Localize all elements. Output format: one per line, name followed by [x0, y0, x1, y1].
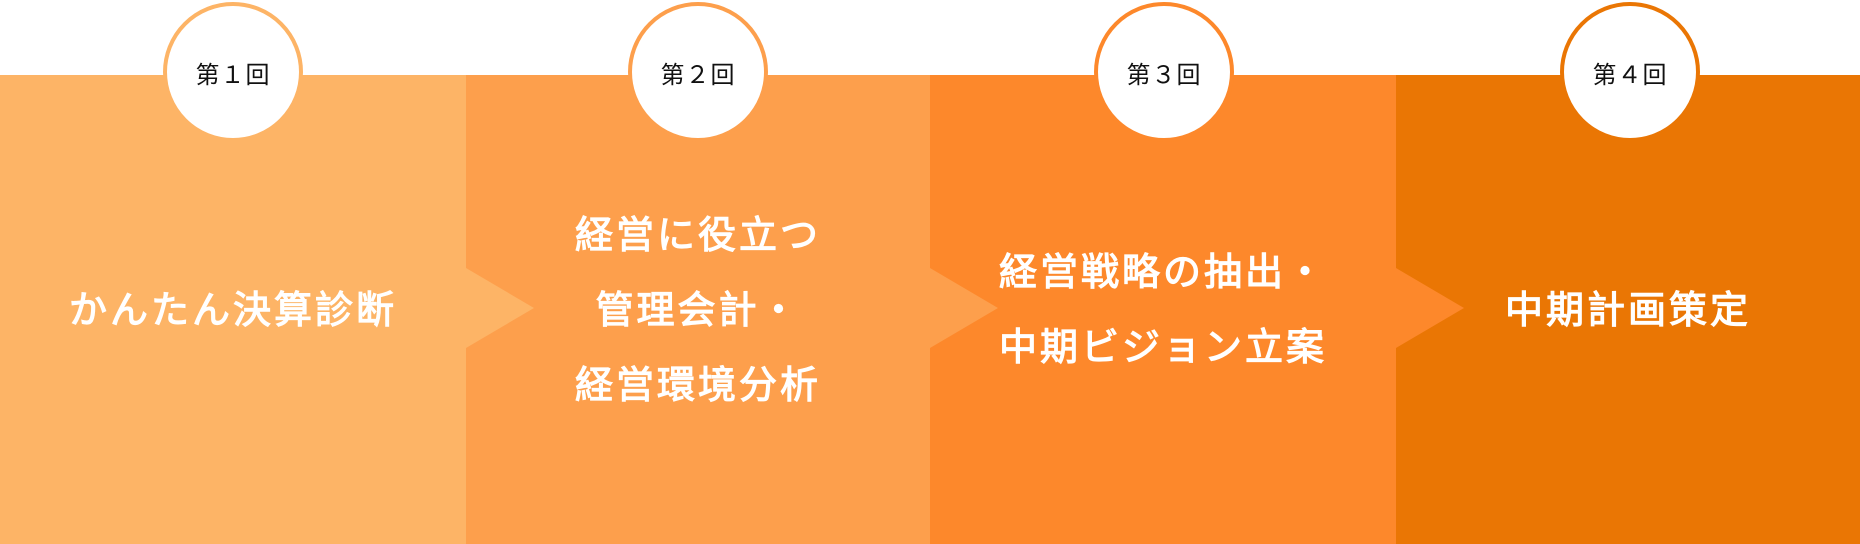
- step-badge-2: 第２回: [628, 2, 768, 142]
- step-badge-label-4: 第４回: [1592, 60, 1668, 89]
- step-panel-4: [1396, 75, 1860, 544]
- step-panel-2: [466, 75, 930, 544]
- step-title-2-line-2: 管理会計・: [595, 287, 801, 332]
- step-badge-label-2: 第２回: [660, 60, 736, 89]
- step-badge-1: 第１回: [163, 2, 303, 142]
- step-arrow-1: [466, 268, 534, 348]
- step-title-3-line-2: 中期ビジョン立案: [998, 325, 1327, 369]
- step-badge-label-1: 第１回: [195, 60, 271, 89]
- step-title-2-line-3: 経営環境分析: [574, 362, 821, 407]
- step-title-3: 経営戦略の抽出・ 中期ビジョン立案: [930, 190, 1396, 430]
- step-badge-label-3: 第３回: [1126, 60, 1202, 89]
- step-panel-3: [930, 75, 1396, 544]
- step-title-1: かんたん決算診断: [0, 190, 466, 430]
- step-title-2-line-1: 経営に役立つ: [574, 212, 821, 257]
- step-arrow-3: [1396, 268, 1464, 348]
- step-title-3-line-1: 経営戦略の抽出・: [998, 250, 1327, 294]
- step-title-2: 経営に役立つ 管理会計・ 経営環境分析: [466, 190, 930, 430]
- step-badge-3: 第３回: [1094, 2, 1234, 142]
- step-arrow-2: [930, 268, 998, 348]
- step-panel-1: [0, 75, 466, 544]
- step-title-1-line-1: かんたん決算診断: [68, 287, 397, 332]
- step-title-4: 中期計画策定: [1396, 190, 1860, 430]
- step-title-4-line-1: 中期計画策定: [1504, 287, 1751, 332]
- step-badge-4: 第４回: [1560, 2, 1700, 142]
